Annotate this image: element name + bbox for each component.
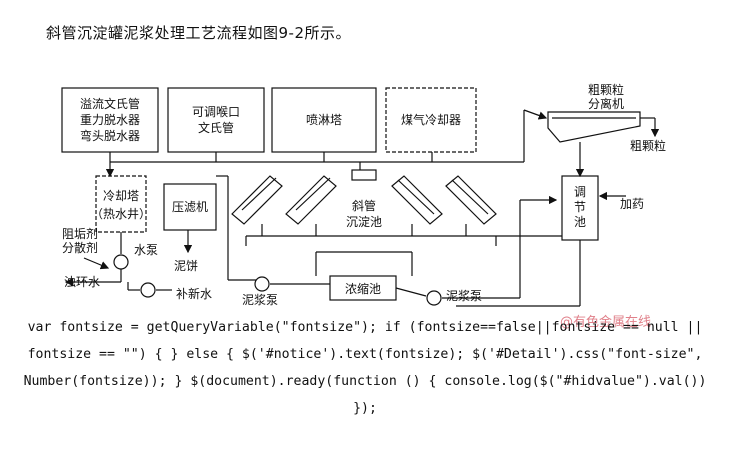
watermark: @有色金属在线 [560, 315, 652, 330]
gas-cooler-box [385, 87, 477, 153]
coarse-separator [547, 111, 641, 143]
settler-unit-4 [445, 175, 497, 225]
adjust-label-3: 池 [574, 215, 586, 229]
cake-label: 泥饼 [174, 259, 198, 273]
settler-unit-2 [285, 175, 337, 225]
thickener [329, 275, 397, 301]
antiscale-label-1: 阻垢剂 [62, 226, 98, 241]
slurry-pump-1 [254, 276, 270, 292]
adjust-label-1: 调 [574, 185, 586, 199]
venturi-dewater-box [61, 87, 159, 153]
box1-label-3: 弯头脱水器 [80, 128, 140, 143]
filter-label: 压滤机 [172, 200, 208, 214]
adjust-label-2: 节 [574, 200, 586, 214]
water-pump-label: 水泵 [134, 243, 158, 257]
coarse-sep-label-1: 粗颗粒 [588, 82, 624, 97]
loop-water-label: 浊环水 [64, 275, 100, 289]
settler-label-2: 沉淀池 [346, 215, 382, 229]
settler-label-1: 斜管 [352, 198, 376, 213]
box1-label-2: 重力脱水器 [80, 112, 140, 127]
settler-unit-1 [231, 175, 283, 225]
coarse-sep-label-2: 分离机 [588, 96, 624, 111]
antiscale-label-2: 分散剂 [62, 240, 98, 255]
coarse-label: 粗颗粒 [630, 138, 666, 153]
adjusting-tank [561, 175, 599, 241]
cooling-label-2: （热水井） [91, 207, 151, 221]
cooling-label-1: 冷却塔 [103, 189, 139, 203]
cooling-tower [95, 175, 147, 233]
box4-label: 煤气冷却器 [401, 112, 461, 127]
dosing-label: 加药 [620, 197, 644, 211]
box2-label-1: 可调喉口 [192, 105, 240, 119]
intro-text: 斜管沉淀罐泥浆处理工艺流程如图9-2所示。 [46, 24, 352, 42]
settler-unit-3 [391, 175, 443, 225]
slurry-pump2-label: 泥浆泵 [446, 288, 482, 303]
thickener-label: 浓缩池 [345, 281, 381, 296]
slurry-pump1-label: 泥浆泵 [242, 292, 278, 307]
slurry-pump-2 [426, 290, 442, 306]
script-text: var fontsize = getQueryVariable("fontsiz… [23, 320, 707, 416]
makeup-water-pump [140, 282, 156, 298]
makeup-label: 补新水 [176, 286, 212, 301]
adjustable-venturi-box [167, 87, 265, 153]
box2-label-2: 文氏管 [198, 120, 234, 135]
box3-label: 喷淋塔 [306, 113, 342, 127]
filter-press [163, 183, 217, 231]
process-flow-diagram: 溢流文氏管 重力脱水器 弯头脱水器 可调喉口 文氏管 喷淋塔 煤气冷却器 粗颗粒… [61, 82, 666, 307]
water-pump [113, 254, 129, 270]
box1-label-1: 溢流文氏管 [80, 96, 140, 111]
